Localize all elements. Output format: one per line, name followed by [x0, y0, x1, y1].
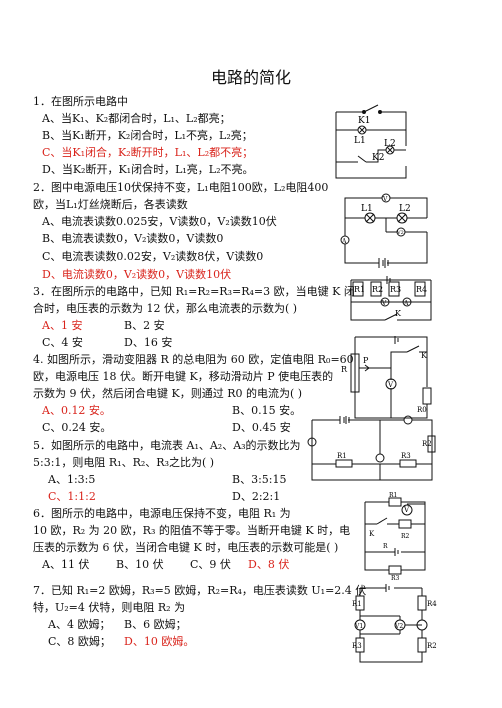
- q5-r3-label: R3: [401, 452, 411, 460]
- q3-circuit-diagram: R1 R2 R3 R4 V A K: [350, 276, 432, 321]
- q2-l2-label: L2: [399, 204, 411, 214]
- q7-r4-label: R4: [427, 600, 437, 608]
- q6-r-label: R: [383, 543, 388, 550]
- q1-l1-label: L1: [354, 136, 366, 146]
- q3-option-d: D、16 安: [124, 336, 173, 349]
- q4-option-c: C、0.24 安。: [42, 421, 112, 434]
- q4-stem-line1: 4. 如图所示，滑动变阻器 R 的总电阻为 60 欧，定值电阻 R₀=60: [33, 353, 354, 366]
- q4-p-label: P: [363, 356, 369, 365]
- q3-option-a: A、1 安: [42, 319, 83, 332]
- page-title: 电路的简化: [210, 68, 291, 87]
- q5-r2-label: R2: [422, 440, 432, 448]
- q7-option-d: D、10 欧姆。: [124, 635, 195, 648]
- q1-circuit-diagram: K1 L1 L2 K2: [335, 104, 407, 179]
- q2-v-meter-label: V: [382, 196, 388, 203]
- q3-r1-label: R1: [354, 285, 365, 294]
- q3-option-b: B、2 安: [124, 319, 165, 332]
- q7-option-b: B、6 欧姆；: [124, 618, 187, 631]
- q6-v-meter-label: V: [403, 506, 410, 514]
- q4-stem-line3: 示数为 9 伏，然后闭合电键 K，则通过 R0 的电流为( ): [33, 387, 303, 400]
- q4-k-label: K: [421, 351, 428, 360]
- q5-option-d: D、2:2:1: [232, 490, 281, 503]
- q4-r0-label: R0: [417, 406, 427, 414]
- q3-a-meter-label: A: [403, 300, 409, 307]
- q7-stem-line1: 7．已知 R₁=2 欧姆，R₃=5 欧姆，R₂=R₄，电压表读数 U₁=2.4 …: [33, 584, 367, 597]
- q1-l2-label: L2: [384, 139, 396, 149]
- q2-a-meter-label: A: [341, 238, 347, 245]
- q1-stem: 1．在图所示电路中: [33, 95, 128, 108]
- q1-k2-label: K2: [372, 153, 384, 163]
- q6-circuit-diagram: R1 V K R2 R R3: [364, 492, 426, 580]
- q2-option-a: A、电流表读数0.025安，V读数0，V₂读数10伏: [42, 215, 277, 228]
- q5-option-a: A、1:3:5: [48, 473, 96, 486]
- q1-option-a: A、当K₁、K₂都闭合时，L₁、L₂都亮；: [42, 112, 231, 125]
- q2-option-d: D、电流读数0，V₂读数0，V读数10伏: [42, 268, 232, 281]
- q3-r2-label: R2: [372, 285, 383, 294]
- q5-stem-line1: 5．如图所示的电路中，电流表 A₁、A₂、A₃的示数比为: [33, 439, 301, 452]
- q3-stem-line1: 3．在图所示的电路中，已知 R₁=R₂=R₃=R₄=3 欧，当电键 K 闭: [33, 285, 355, 298]
- q4-option-b: B、0.15 安。: [232, 404, 302, 417]
- q6-stem-line2: 10 欧，R₂ 为 20 欧，R₃ 的阻值不等于零。当断开电键 K 时，电: [33, 524, 351, 537]
- q6-r1-label: R1: [389, 492, 397, 499]
- q4-stem-line2: 欧，电源电压 18 伏。断开电键 K，移动滑动片 P 使电压表的: [33, 370, 334, 383]
- q6-k-label: K: [369, 530, 375, 538]
- q3-r3-label: R3: [390, 285, 401, 294]
- q4-circuit-diagram: P R K V R0: [341, 336, 432, 419]
- q3-k-label: K: [395, 309, 402, 318]
- q2-option-c: C、电流表读数0.02安，V₂读数8伏，V读数0: [42, 250, 264, 263]
- q1-option-c: C、当K₁闭合，K₂断开时，L₁、L₂都不亮；: [42, 146, 254, 159]
- q4-option-d: D、0.45 安: [232, 421, 291, 434]
- q5-option-c: C、1:1:2: [48, 490, 96, 503]
- q6-r3-label: R3: [391, 575, 400, 580]
- q2-v2-meter-label: V2: [396, 230, 404, 236]
- q3-v-meter-label: V: [381, 300, 387, 307]
- q1-option-d: D、当K₂断开，K₁闭合时，L₁亮，L₂不亮。: [42, 163, 254, 176]
- q5-option-b: B、3:5:15: [232, 473, 287, 486]
- q2-stem-line1: 2．图中电源电压10伏保持不变，L₁电阻100欧，L₂电阻400: [33, 181, 329, 194]
- q6-option-b: B、10 伏: [116, 558, 164, 571]
- q2-stem-line2: 欧，当L₁灯丝烧断后，各表读数: [33, 198, 188, 211]
- q2-l1-label: L1: [361, 204, 373, 214]
- q7-option-a: A、4 欧姆；: [48, 618, 111, 631]
- q3-option-c: C、4 安: [42, 336, 83, 349]
- q7-r2-label: R2: [427, 642, 437, 650]
- q6-stem-line1: 6．图所示的电路中，电源电压保持不变，电阻 R₁ 为: [33, 507, 291, 520]
- q7-stem-line2: 特，U₂=4 伏特，则电阻 R₂ 为: [33, 601, 186, 614]
- q7-r3-label: R3: [352, 642, 362, 650]
- q4-r-label: R: [341, 365, 348, 374]
- q6-r2-label: R2: [401, 533, 410, 540]
- q1-option-b: B、当K₁断开，K₂闭合时，L₁不亮，L₂亮；: [42, 129, 253, 142]
- q4-option-a: A、0.12 安。: [42, 404, 111, 417]
- q6-option-c: C、9 伏: [190, 558, 231, 571]
- q4-v-meter-label: V: [387, 381, 394, 389]
- q2-option-b: B、电流表读数0，V₂读数0，V读数0: [42, 232, 224, 245]
- q3-r4-label: R4: [416, 285, 427, 294]
- q7-v2-meter-label: V2: [394, 623, 403, 630]
- q3-stem-line2: 合时，电压表的示数为 12 伏，那么电流表的示数为( ): [33, 302, 298, 315]
- q6-stem-line3: 压表的示数为 6 伏，当闭合电键 K 时，电压表的示数可能是( ): [33, 541, 339, 554]
- q6-option-d: D、8 伏: [248, 558, 290, 571]
- q5-r1-label: R1: [337, 452, 347, 460]
- q7-v1-meter-label: V1: [354, 623, 363, 630]
- q5-circuit-diagram: R1 R2 R3: [307, 415, 436, 481]
- q2-circuit-diagram: V L1 L2 A V2: [340, 193, 428, 268]
- q7-option-c: C、8 欧姆；: [48, 635, 111, 648]
- q7-circuit-diagram: R1 R2 R3 R4 V1 V2: [352, 584, 437, 663]
- q6-option-a: A、11 伏: [42, 558, 90, 571]
- q5-stem-line2: 5:3:1，则电阻 R₁、R₂、R₃之比为( ): [33, 456, 215, 469]
- q7-r1-label: R1: [352, 600, 362, 608]
- q1-k1-label: K1: [358, 116, 370, 126]
